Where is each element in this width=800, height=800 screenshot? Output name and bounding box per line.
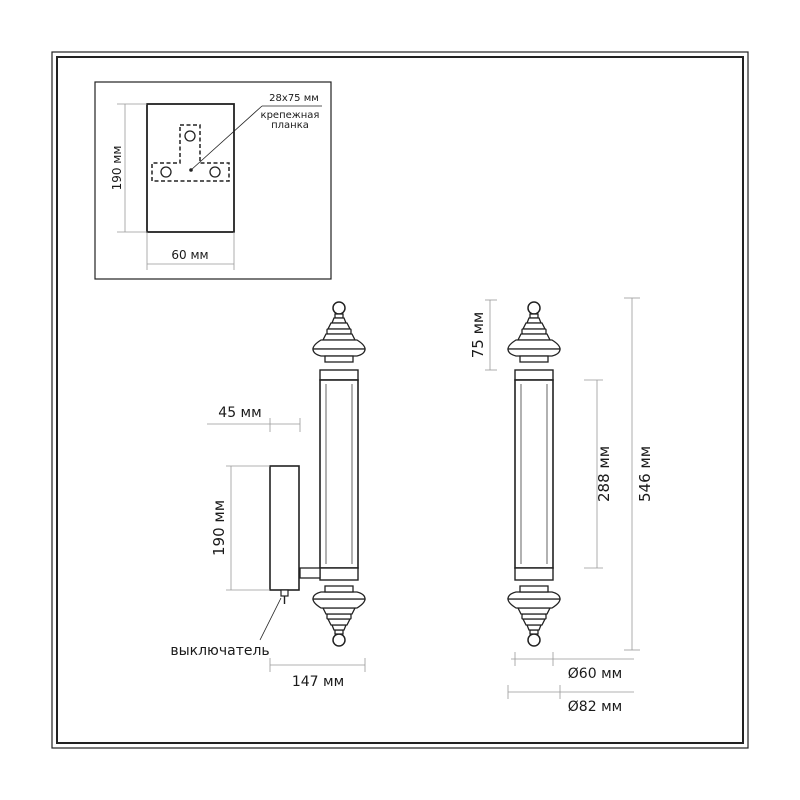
backplate-outline [146, 103, 235, 233]
side-bottom-collar [319, 567, 359, 581]
outer-frame [51, 51, 749, 749]
front-top-cap [507, 301, 561, 363]
plate-leader-line [190, 105, 263, 171]
plate-size-label: 28x75 мм [269, 93, 319, 104]
switch-housing [280, 589, 289, 597]
mounting-plate-outline [151, 124, 230, 182]
plate-hole-left [160, 166, 172, 178]
max-diameter-label: Ø82 мм [568, 699, 622, 715]
plate-hole-right [209, 166, 221, 178]
detail-width-label: 60 мм [171, 248, 208, 262]
mount-detail-panel: 28x75 мм крепежная планка 190 мм 60 мм [94, 81, 332, 280]
switch-leader [259, 597, 282, 641]
plate-label-line2: планка [271, 120, 309, 131]
front-top-collar [514, 369, 554, 381]
detail-height-label: 190 мм [110, 146, 124, 191]
side-view: выключатель 45 мм 190 мм 147 мм [170, 301, 366, 690]
front-bottom-cap [507, 585, 561, 647]
top-height-label: 75 мм [469, 312, 487, 359]
tube-length-label: 288 мм [595, 446, 613, 502]
front-bottom-collar [514, 567, 554, 581]
side-wall-base [269, 465, 300, 591]
plate-hole-top [184, 130, 196, 142]
inner-frame [56, 56, 744, 744]
plate-label-line1: крепежная [261, 110, 320, 121]
tube-diameter-label: Ø60 мм [568, 666, 622, 682]
projection-label: 45 мм [218, 405, 261, 421]
side-bottom-cap [312, 585, 366, 647]
base-height-label: 190 мм [210, 500, 228, 556]
side-bracket-arm [299, 567, 321, 579]
total-height-label: 546 мм [636, 446, 654, 502]
depth-label: 147 мм [292, 674, 344, 690]
front-view: 75 мм 288 мм 546 мм Ø60 мм Ø82 мм [469, 297, 654, 715]
side-top-cap [312, 301, 366, 363]
side-top-collar [319, 369, 359, 381]
switch-label: выключатель [170, 643, 269, 659]
